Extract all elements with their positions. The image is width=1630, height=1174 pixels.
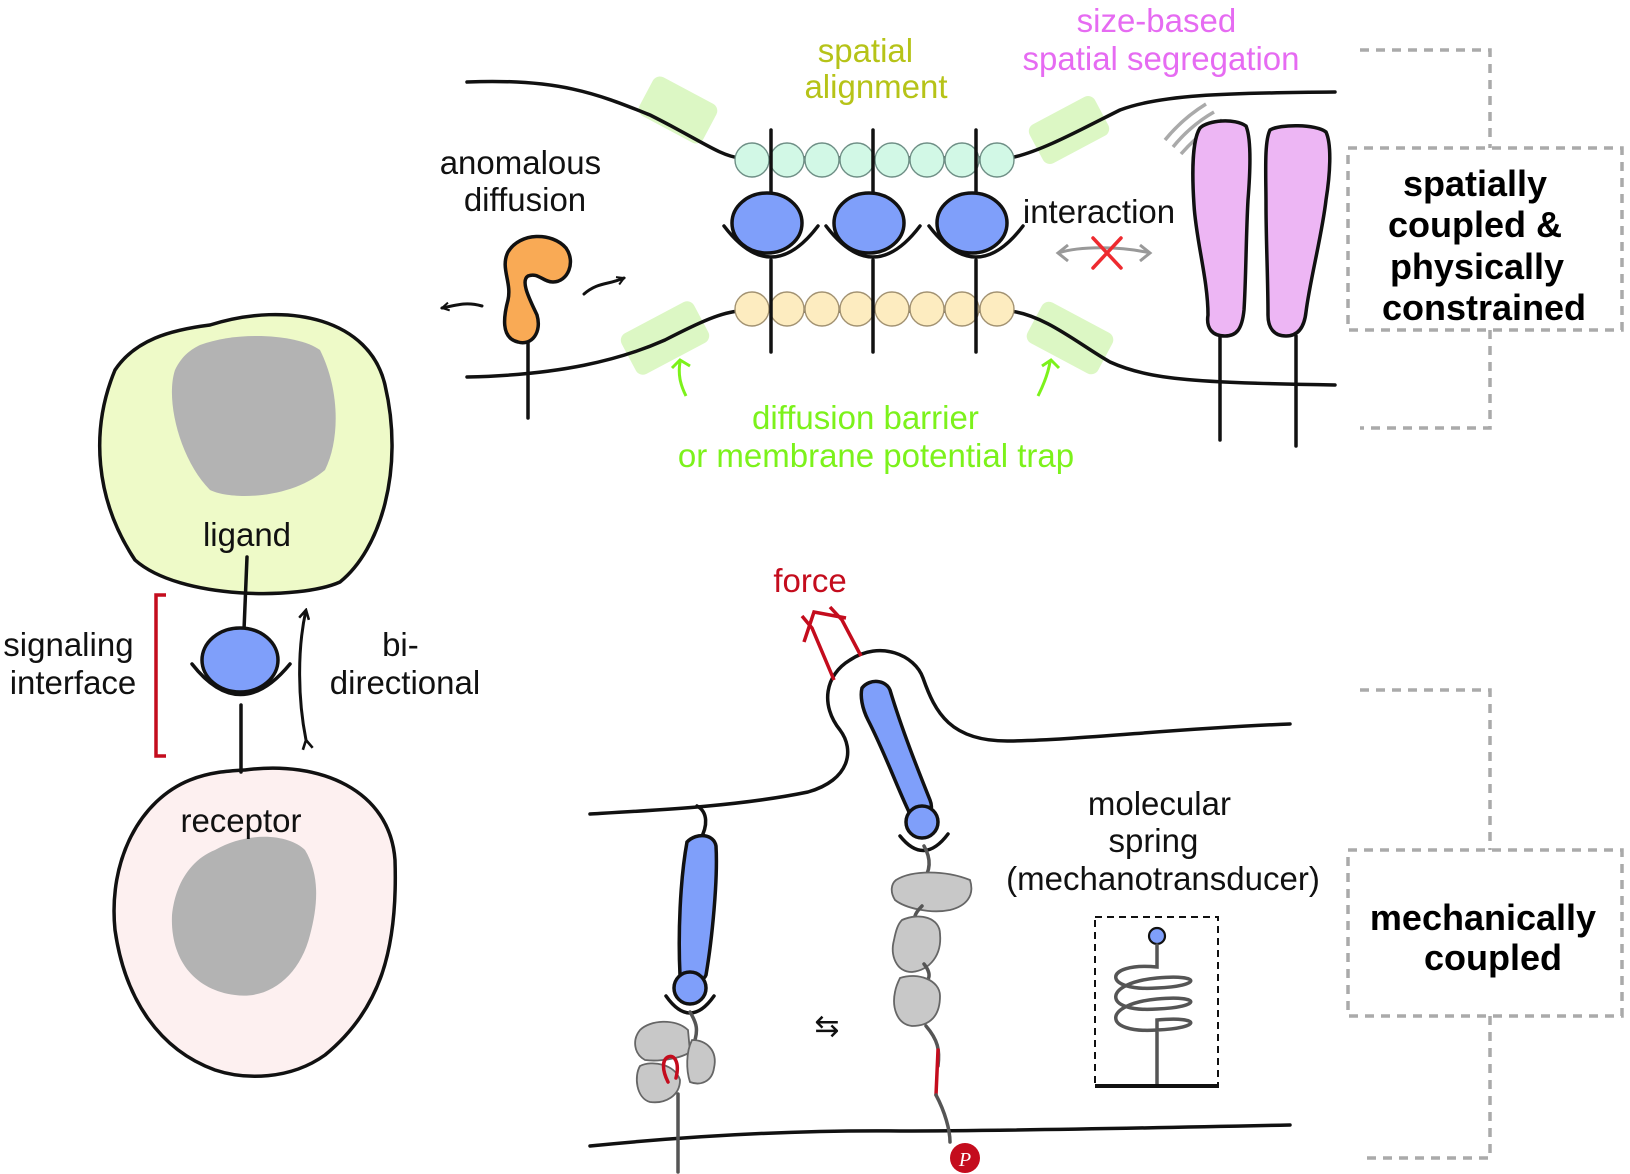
barrier-arrow-right	[1036, 361, 1052, 397]
anomalous-diffusion-label: anomalous diffusion	[440, 144, 611, 218]
blocked-interaction	[1055, 236, 1153, 270]
receptor-cell	[112, 766, 398, 1078]
interaction-label: interaction	[1023, 193, 1175, 230]
category-label-spatially-coupled: spatially coupled & physically constrain…	[1382, 163, 1586, 328]
large-protein-1	[1191, 119, 1252, 338]
spring-head	[1147, 926, 1167, 946]
cross-icon	[1091, 236, 1123, 270]
barrier-arrowhead-left	[670, 358, 691, 370]
large-protein-2	[1263, 124, 1332, 338]
force-arrow	[800, 605, 863, 681]
receptor-cell-nucleus	[171, 836, 317, 996]
aligned-protein-2	[832, 191, 906, 255]
aligned-pairs	[722, 128, 1025, 354]
signaling-interface-label: signaling interface	[3, 626, 142, 701]
ligand-protein	[200, 626, 280, 694]
stretched-rod-protein	[859, 679, 934, 822]
barrier-arrow-left	[677, 361, 688, 397]
category-bracket-top	[1346, 48, 1624, 430]
force-label: force	[773, 562, 846, 599]
teal-bead-2	[769, 142, 805, 178]
equilibrium-symbol: ⇆	[814, 1010, 839, 1043]
teal-bead-layer	[734, 142, 1015, 178]
phospho-mark: P	[958, 1149, 971, 1171]
aligned-protein-3	[935, 191, 1009, 255]
category-bracket-bottom	[1346, 688, 1624, 1160]
molecular-spring-label: molecular spring (mechanotransducer)	[1006, 785, 1320, 897]
teal-bead-3	[804, 142, 840, 178]
ligand-label: ligand	[203, 516, 291, 553]
signaling-interface-bracket	[154, 593, 166, 758]
spring-inset	[1094, 916, 1219, 1088]
cream-bead-4	[839, 291, 875, 327]
ligand-cell	[97, 312, 394, 596]
size-based-segregation-label: size-based spatial segregation	[1022, 2, 1299, 77]
receptor-label: receptor	[180, 802, 301, 839]
teal-bead-6	[909, 142, 945, 178]
phospho-badge	[950, 1143, 980, 1173]
category-label-mechanically-coupled: mechanically coupled	[1370, 897, 1606, 978]
bidirectional-arrow	[298, 610, 306, 740]
cream-bead-5	[874, 291, 910, 327]
spring-coil	[1114, 943, 1193, 1088]
relaxed-rod-protein	[677, 833, 719, 985]
cream-bead-layer	[734, 291, 1015, 327]
bidirectional-label: bi- directional	[330, 626, 480, 701]
teal-bead-5	[874, 142, 910, 178]
diffusion-arrow-right	[582, 278, 624, 296]
teal-bead-8	[979, 142, 1015, 178]
diffusion-arrow-left	[442, 304, 484, 308]
teal-bead-1	[734, 142, 770, 178]
relaxed-mechanotransducer	[634, 804, 719, 1174]
cream-bead-1	[734, 291, 770, 327]
stretched-mechanotransducer: P	[859, 679, 980, 1173]
ligand-cell-nucleus	[171, 335, 336, 496]
cream-bead-6	[909, 291, 945, 327]
cream-bead-2	[769, 291, 805, 327]
aligned-protein-1	[730, 191, 804, 255]
teal-bead-7	[944, 142, 980, 178]
cream-bead-3	[804, 291, 840, 327]
spatial-alignment-label: spatial alignment	[804, 32, 947, 105]
lower-membrane-bottom	[588, 1123, 1292, 1148]
diffusion-barrier-label: diffusion barrier or membrane potential …	[678, 399, 1074, 474]
barrier-arrowhead-right	[1041, 358, 1061, 370]
anomalous-protein	[502, 234, 573, 420]
teal-bead-4	[839, 142, 875, 178]
cream-bead-8	[979, 291, 1015, 327]
cream-bead-7	[944, 291, 980, 327]
large-proteins	[1191, 119, 1332, 448]
signaling-complex	[190, 555, 292, 774]
